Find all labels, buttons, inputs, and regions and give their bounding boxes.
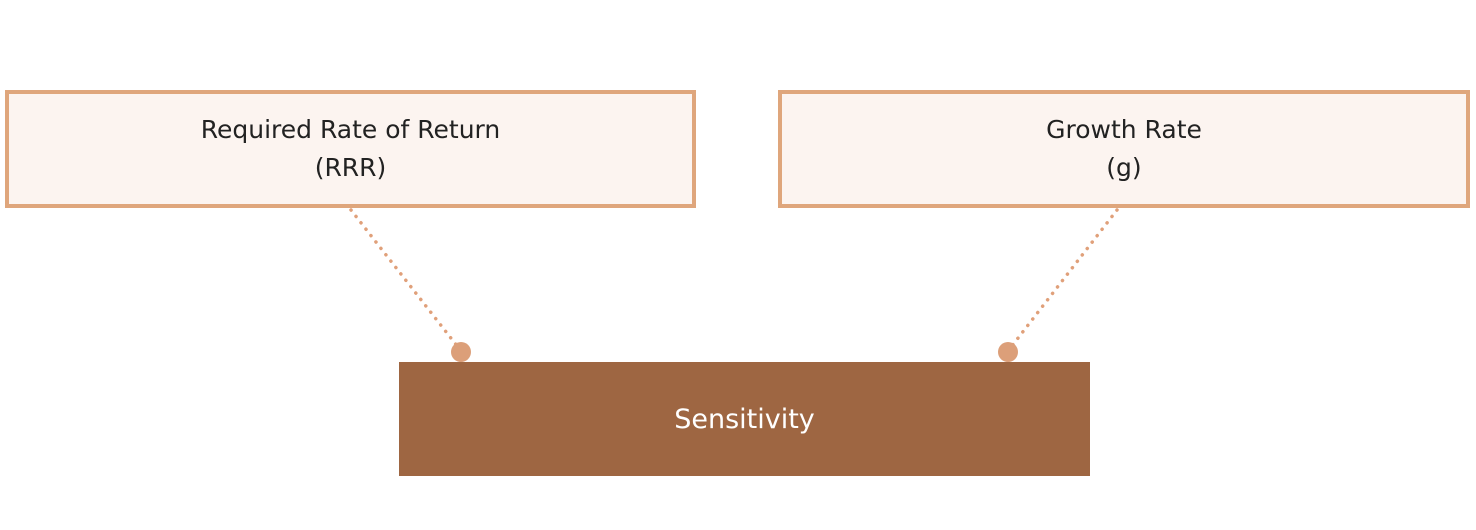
node-sensitivity-label: Sensitivity (674, 403, 815, 435)
connector-growth-to-sensitivity (1006, 208, 1119, 353)
node-growth-rate: Growth Rate (g) (778, 90, 1470, 208)
connector-endpoint-rrr (451, 342, 471, 362)
node-rrr-title: Required Rate of Return (200, 115, 501, 144)
node-growth-title: Growth Rate (1046, 115, 1202, 144)
node-rrr-abbreviation: (RRR) (314, 153, 387, 182)
node-sensitivity: Sensitivity (399, 362, 1090, 476)
node-growth-abbreviation: (g) (1106, 153, 1142, 182)
node-required-rate-of-return: Required Rate of Return (RRR) (5, 90, 696, 208)
connector-rrr-to-sensitivity (349, 208, 463, 353)
connector-endpoint-growth (998, 342, 1018, 362)
